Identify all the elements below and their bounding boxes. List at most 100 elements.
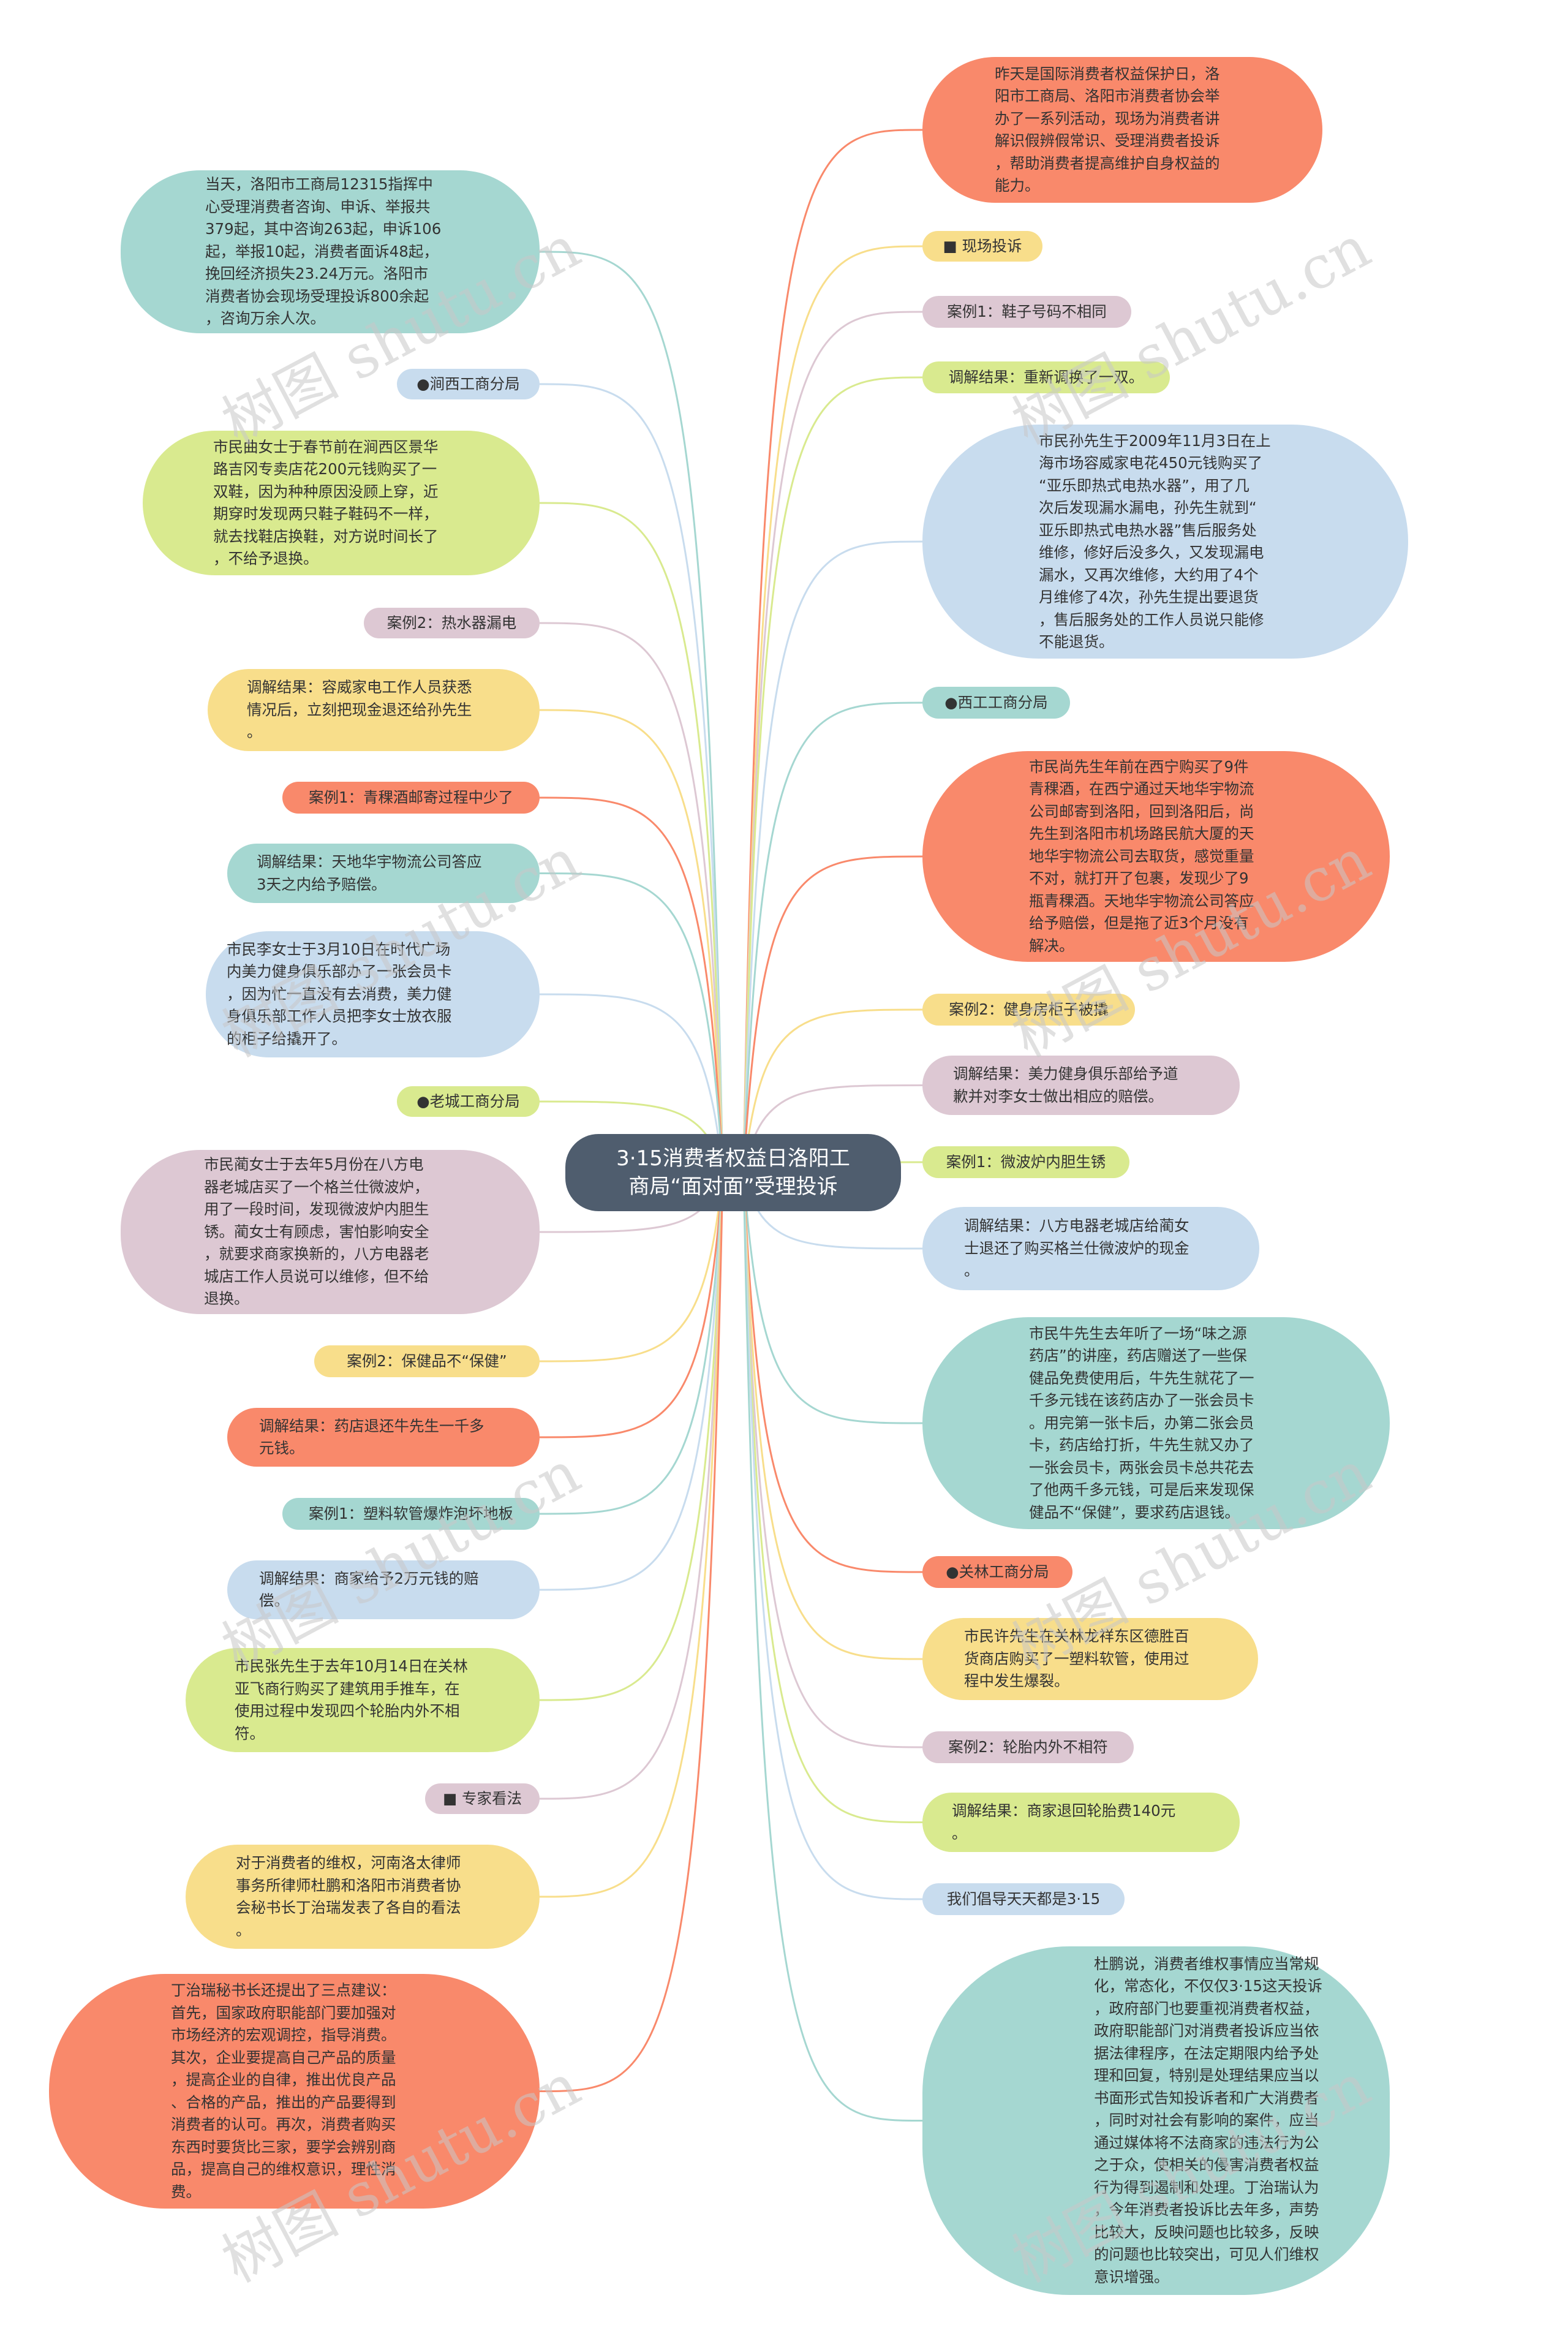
result-node[interactable]: 调解结果：商家退回轮胎费140元 。 xyxy=(922,1793,1240,1852)
node-text: 市民曲女士于春节前在涧西区景华 路吉冈专卖店花200元钱购买了一 双鞋，因为种种… xyxy=(213,437,439,568)
central-topic[interactable]: 3·15消费者权益日洛阳工 商局“面对面”受理投诉 xyxy=(565,1134,901,1211)
connector-line xyxy=(742,1172,923,1748)
case-node[interactable]: 市民孙先生于2009年11月3日在上 海市场容威家电花450元钱购买了 “亚乐即… xyxy=(922,425,1408,659)
connector-line xyxy=(742,1172,923,1900)
node-text: 案例1：塑料软管爆炸泡坏地板 xyxy=(308,1504,514,1522)
connector-line xyxy=(742,1008,923,1173)
node-text: 市民李女士于3月10日在时代广场 内美力健身俱乐部办了一张会员卡 ，因为忙一直没… xyxy=(227,940,452,1048)
expert-intro-node[interactable]: 对于消费者的维权，河南洛太律师 事务所律师杜鹏和洛阳市消费者协 会秘书长丁治瑞发… xyxy=(186,1845,540,1949)
connector-line xyxy=(539,1172,724,1591)
connector-line xyxy=(539,872,724,1173)
connector-line xyxy=(742,1172,923,1424)
result-node[interactable]: 调解结果：容威家电工作人员获悉 情况后，立刻把现金退还给孙先生 。 xyxy=(208,669,540,751)
node-text: 案例2：保健品不“保健” xyxy=(347,1351,507,1370)
case-label[interactable]: 案例2：保健品不“保健” xyxy=(314,1345,540,1377)
on-site-complaints-label[interactable]: ■ 现场投诉 xyxy=(922,231,1042,262)
case-node[interactable]: 市民张先生于去年10月14日在关林 亚飞商行购买了建筑用手推车，在 使用过程中发… xyxy=(186,1648,540,1752)
connector-line xyxy=(539,502,724,1173)
node-text: ●老城工商分局 xyxy=(417,1092,520,1110)
connector-line xyxy=(539,1172,724,1800)
district-label-guanlin[interactable]: ●关林工商分局 xyxy=(922,1556,1072,1588)
connector-line xyxy=(742,1172,923,1660)
node-text: 当天，洛阳市工商局12315指挥中 心受理消费者咨询、申诉、举报共 379起，其… xyxy=(205,175,442,328)
case-label[interactable]: 案例1：鞋子号码不相同 xyxy=(922,296,1131,328)
node-text: 对于消费者的维权，河南洛太律师 事务所律师杜鹏和洛阳市消费者协 会秘书长丁治瑞发… xyxy=(236,1854,461,1939)
connector-line xyxy=(742,129,923,1173)
connector-line xyxy=(742,311,923,1173)
result-node[interactable]: 调解结果：美力健身俱乐部给予道 歉并对李女士做出相应的赔偿。 xyxy=(922,1056,1240,1115)
node-text: 调解结果：八方电器老城店给蔺女 士退还了购买格兰仕微波炉的现金 。 xyxy=(964,1217,1189,1280)
connector-line xyxy=(742,1172,923,1573)
node-text: 我们倡导天天都是3·15 xyxy=(946,1889,1101,1908)
connector-line xyxy=(539,709,724,1173)
connector-line xyxy=(539,251,724,1173)
node-text: 调解结果：天地华宇物流公司答应 3天之内给予赔偿。 xyxy=(257,853,482,893)
case-node[interactable]: 市民许先生在关林龙祥东区德胜百 货商店购买了一塑料软管，使用过 程中发生爆裂。 xyxy=(922,1618,1258,1700)
node-text: 调解结果：重新调换了一双。 xyxy=(948,368,1144,386)
node-text: 案例2：热水器漏电 xyxy=(386,613,517,632)
node-text: 调解结果：商家给予2万元钱的赔 偿。 xyxy=(259,1569,479,1610)
case-node[interactable]: 市民牛先生去年听了一场“味之源 药店”的讲座，药店赠送了一些保 健品免费使用后，… xyxy=(922,1317,1390,1529)
district-label-jianxi[interactable]: ●涧西工商分局 xyxy=(397,369,540,399)
case-node[interactable]: 市民尚先生年前在西宁购买了9件 青稞酒，在西宁通过天地华宇物流 公司邮寄到洛阳，… xyxy=(922,751,1390,962)
node-text: 调解结果：药店退还牛先生一千多 元钱。 xyxy=(259,1416,484,1457)
suggestions-node[interactable]: 丁治瑞秘书长还提出了三点建议： 首先，国家政府职能部门要加强对 市场经济的宏观调… xyxy=(49,1974,540,2209)
district-label-xigong[interactable]: ●西工工商分局 xyxy=(922,687,1070,719)
result-node[interactable]: 调解结果：药店退还牛先生一千多 元钱。 xyxy=(227,1408,540,1467)
case-label[interactable]: 案例2：健身房柜子被撬 xyxy=(922,994,1135,1026)
case-label[interactable]: 案例2：轮胎内外不相符 xyxy=(922,1731,1134,1763)
expert-opinion-label[interactable]: ■ 专家看法 xyxy=(425,1783,540,1814)
connector-line xyxy=(742,540,923,1173)
connector-line xyxy=(539,1172,724,1701)
district-label-laocheng[interactable]: ●老城工商分局 xyxy=(397,1086,540,1117)
node-text: 调解结果：美力健身俱乐部给予道 歉并对李女士做出相应的赔偿。 xyxy=(953,1065,1178,1105)
result-label[interactable]: 调解结果：重新调换了一双。 xyxy=(922,361,1170,393)
summary-node[interactable]: 当天，洛阳市工商局12315指挥中 心受理消费者咨询、申诉、举报共 379起，其… xyxy=(121,170,540,333)
case-label[interactable]: 案例2：热水器漏电 xyxy=(364,608,540,638)
node-text: 调解结果：商家退回轮胎费140元 。 xyxy=(952,1802,1176,1842)
node-text: 市民许先生在关林龙祥东区德胜百 货商店购买了一塑料软管，使用过 程中发生爆裂。 xyxy=(964,1627,1189,1690)
connector-line xyxy=(539,622,724,1173)
node-text: ●西工工商分局 xyxy=(944,693,1048,711)
node-text: 案例2：健身房柜子被撬 xyxy=(949,1000,1109,1018)
node-text: 市民张先生于去年10月14日在关林 亚飞商行购买了建筑用手推车，在 使用过程中发… xyxy=(235,1657,468,1742)
intro-node[interactable]: 昨天是国际消费者权益保护日，洛 阳市工商局、洛阳市消费者协会举 办了一系列活动，… xyxy=(922,57,1322,203)
result-node[interactable]: 调解结果：八方电器老城店给蔺女 士退还了购买格兰仕微波炉的现金 。 xyxy=(922,1207,1259,1290)
case-node[interactable]: 市民蔺女士于去年5月份在八方电 器老城店买了一个格兰仕微波炉， 用了一段时间，发… xyxy=(121,1150,540,1314)
node-text: 杜鹏说，消费者维权事情应当常规 化，常态化，不仅仅3·15这天投诉 ，政府部门也… xyxy=(1094,1954,1323,2286)
node-text: ●关林工商分局 xyxy=(946,1562,1049,1581)
node-text: 丁治瑞秘书长还提出了三点建议： 首先，国家政府职能部门要加强对 市场经济的宏观调… xyxy=(171,1981,396,2201)
connector-line xyxy=(539,383,724,1173)
case-label[interactable]: 案例1：塑料软管爆炸泡坏地板 xyxy=(282,1498,540,1530)
result-node[interactable]: 调解结果：天地华宇物流公司答应 3天之内给予赔偿。 xyxy=(227,844,540,903)
node-text: 调解结果：容威家电工作人员获悉 情况后，立刻把现金退还给孙先生 。 xyxy=(247,678,472,741)
case-node[interactable]: 市民李女士于3月10日在时代广场 内美力健身俱乐部办了一张会员卡 ，因为忙一直没… xyxy=(206,931,540,1057)
connector-line xyxy=(539,1172,724,1438)
connector-line xyxy=(742,855,923,1173)
node-text: 市民尚先生年前在西宁购买了9件 青稞酒，在西宁通过天地华宇物流 公司邮寄到洛阳，… xyxy=(1029,757,1254,954)
connector-line xyxy=(539,993,724,1173)
connector-line xyxy=(742,1172,923,2122)
node-text: 案例1：鞋子号码不相同 xyxy=(947,302,1107,320)
connector-line xyxy=(539,796,724,1173)
case-label[interactable]: 案例1：青稞酒邮寄过程中少了 xyxy=(282,782,540,814)
connector-line xyxy=(742,376,923,1173)
connector-line xyxy=(539,1172,724,1898)
connector-line xyxy=(539,1172,724,1363)
result-node[interactable]: 调解结果：商家给予2万元钱的赔 偿。 xyxy=(227,1560,540,1619)
expert-comment-node[interactable]: 杜鹏说，消费者维权事情应当常规 化，常态化，不仅仅3·15这天投诉 ，政府部门也… xyxy=(922,1946,1390,2295)
connector-line xyxy=(742,245,923,1173)
case-label[interactable]: 案例1：微波炉内胆生锈 xyxy=(922,1146,1129,1178)
connector-line xyxy=(539,1172,724,2092)
slogan-label[interactable]: 我们倡导天天都是3·15 xyxy=(922,1883,1125,1915)
node-text: 案例2：轮胎内外不相符 xyxy=(948,1737,1108,1756)
connector-line xyxy=(742,1172,923,1823)
node-text: 案例1：青稞酒邮寄过程中少了 xyxy=(308,788,514,806)
node-text: ■ 专家看法 xyxy=(443,1789,522,1807)
node-text: 市民牛先生去年听了一场“味之源 药店”的讲座，药店赠送了一些保 健品免费使用后，… xyxy=(1029,1324,1254,1521)
node-text: 市民孙先生于2009年11月3日在上 海市场容威家电花450元钱购买了 “亚乐即… xyxy=(1039,431,1271,651)
case-node[interactable]: 市民曲女士于春节前在涧西区景华 路吉冈专卖店花200元钱购买了一 双鞋，因为种种… xyxy=(143,431,540,575)
node-text: 案例1：微波炉内胆生锈 xyxy=(946,1152,1106,1171)
